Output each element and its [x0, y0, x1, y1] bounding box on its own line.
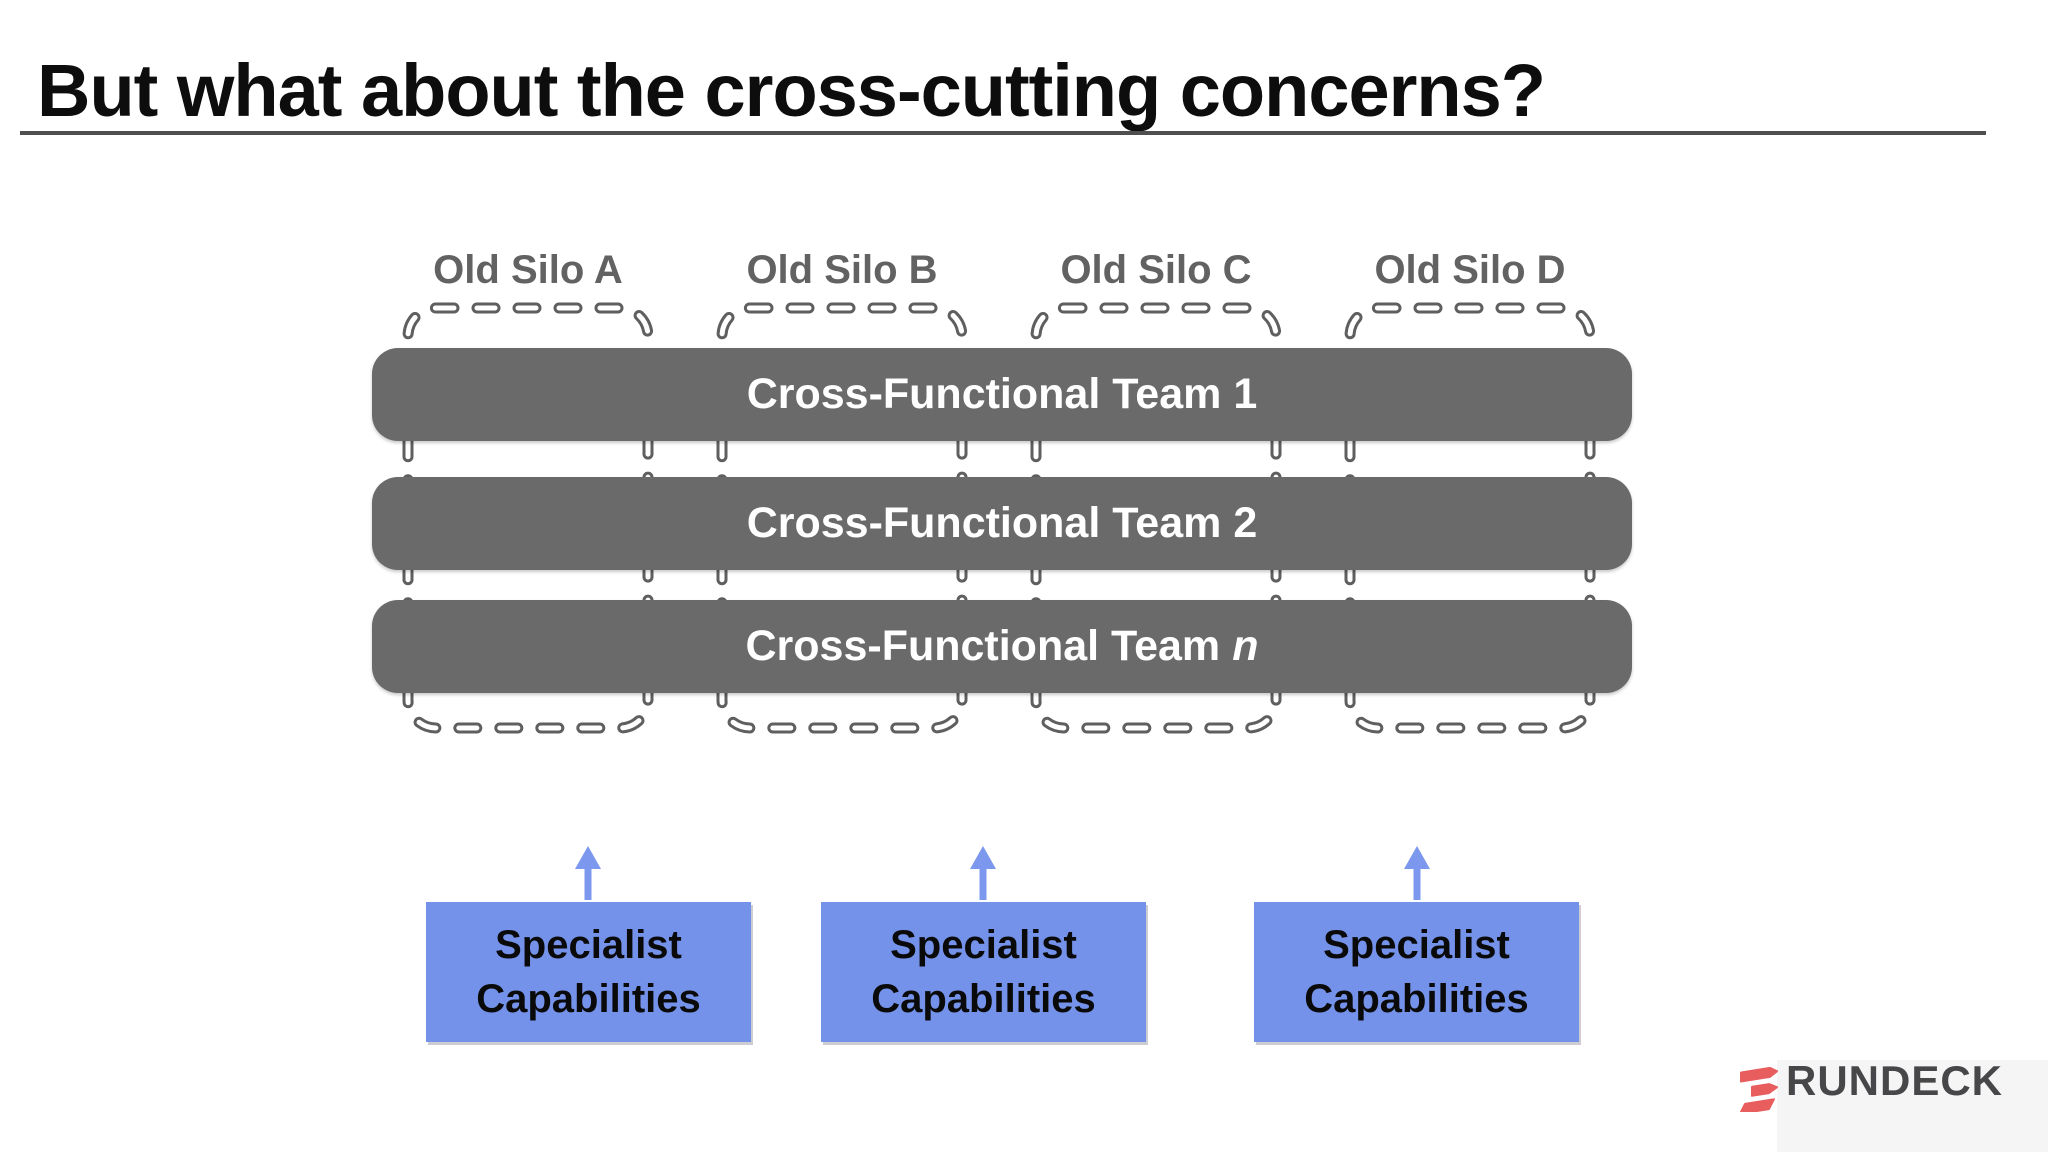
silo-label-a: Old Silo A — [433, 248, 623, 292]
team-bar-n: Cross-Functional Team n — [372, 600, 1632, 693]
capability-box: Specialist Capabilities — [821, 902, 1146, 1042]
rundeck-logo: RUNDECK — [1738, 1058, 2003, 1112]
corner-panel — [1777, 1060, 2048, 1152]
capability-line1: Specialist — [890, 923, 1077, 967]
capability-line1: Specialist — [1323, 923, 1510, 967]
page-title: But what about the cross-cutting concern… — [37, 49, 1546, 132]
capability-line1: Specialist — [495, 923, 682, 967]
team-bar-1-id: 1 — [1233, 370, 1258, 418]
silo-label-c: Old Silo C — [1060, 248, 1252, 292]
capability-box: Specialist Capabilities — [1254, 902, 1579, 1042]
capability-box: Specialist Capabilities — [426, 902, 751, 1042]
team-bar-1: Cross-Functional Team 1 — [372, 348, 1632, 441]
team-bar-n-id: n — [1232, 622, 1259, 670]
title-underline — [20, 131, 1986, 135]
silo-label-d: Old Silo D — [1374, 248, 1566, 292]
silo-label-b: Old Silo B — [746, 248, 938, 292]
team-bar-n-label: Cross-Functional Team — [745, 622, 1221, 670]
up-arrow-icon — [1404, 846, 1430, 900]
up-arrow-icon — [970, 846, 996, 900]
rundeck-mark-icon — [1739, 1066, 1778, 1112]
team-bar-2: Cross-Functional Team 2 — [372, 477, 1632, 570]
capability-line2: Capabilities — [476, 977, 701, 1021]
capability-line2: Capabilities — [871, 977, 1096, 1021]
team-bar-2-label: Cross-Functional Team — [746, 499, 1222, 547]
capability-line2: Capabilities — [1304, 977, 1529, 1021]
team-bar-2-id: 2 — [1233, 499, 1258, 547]
rundeck-wordmark: RUNDECK — [1786, 1057, 2003, 1104]
up-arrow-icon — [575, 846, 601, 900]
team-bar-1-label: Cross-Functional Team — [746, 370, 1222, 418]
